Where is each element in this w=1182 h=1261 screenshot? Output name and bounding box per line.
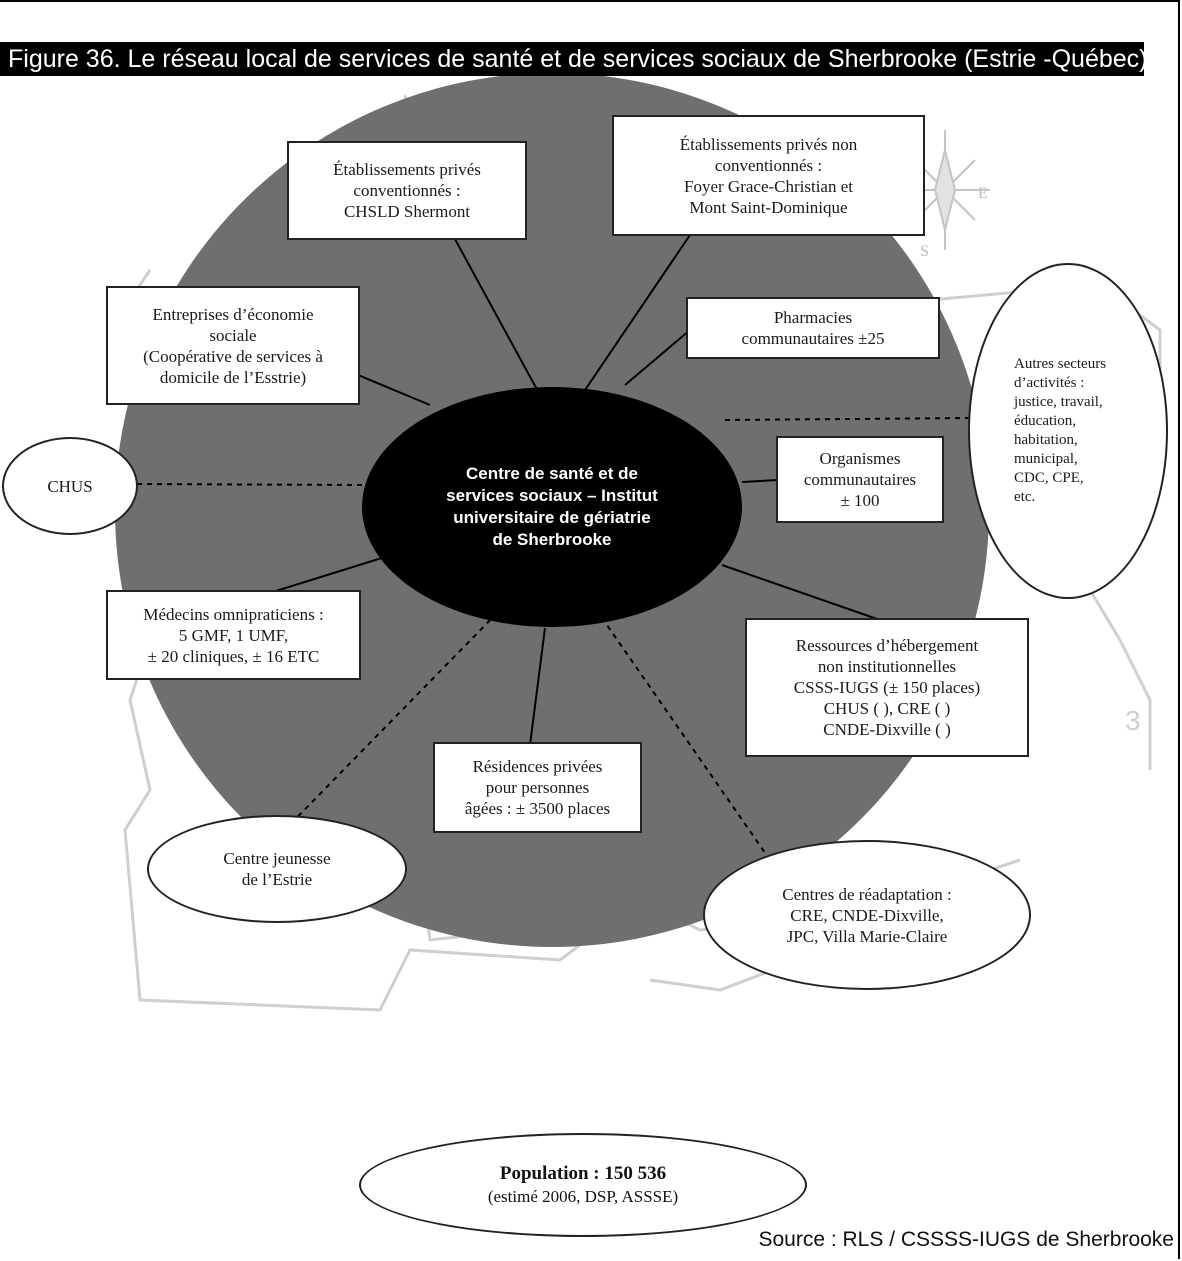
connector-economie-sociale — [357, 374, 431, 406]
node-ressources: Ressources d’hébergement non institution… — [745, 618, 1029, 757]
node-prives-conventionnes: Établissements privés conventionnés : CH… — [287, 141, 527, 240]
node-pharmacies: Pharmacies communautaires ±25 — [686, 297, 940, 359]
connector-ressources — [721, 564, 881, 621]
dashed-connectors — [136, 417, 973, 861]
connector-residences — [529, 627, 546, 746]
node-economie-sociale: Entreprises d’économie sociale (Coopérat… — [106, 286, 360, 405]
compass-south-label: S — [920, 243, 929, 260]
node-organismes: Organismes communautaires ± 100 — [776, 436, 944, 523]
source-caption: Source : RLS / CSSSS-IUGS de Sherbrooke — [758, 1228, 1174, 1251]
node-readaptation: Centres de réadaptation : CRE, CNDE-Dixv… — [703, 840, 1031, 990]
connector-medecins — [262, 556, 386, 596]
solid-connectors — [262, 229, 881, 746]
svg-text:3: 3 — [1125, 705, 1141, 736]
population-oval: Population : 150 536 (estimé 2006, DSP, … — [359, 1133, 807, 1237]
population-label: Population : 150 536 — [499, 1163, 667, 1184]
connector-prives-conventionnes — [449, 229, 541, 396]
node-prives-non-conventionnes: Établissements privés non conventionnés … — [612, 115, 925, 236]
node-residences: Résidences privées pour personnes âgées … — [433, 742, 642, 833]
connector-autres-secteurs — [724, 417, 973, 421]
compass-rose — [900, 130, 990, 250]
population-note: (estimé 2006, DSP, ASSSE) — [487, 1187, 679, 1206]
node-medecins: Médecins omnipraticiens : 5 GMF, 1 UMF, … — [106, 590, 361, 680]
node-chus: CHUS — [2, 437, 138, 535]
connector-pharmacies — [624, 329, 691, 386]
compass-east-label: E — [978, 185, 988, 202]
center-node-csss-iugs: Centre de santé et de services sociaux –… — [362, 387, 742, 627]
figure-title: Figure 36. Le réseau local de services d… — [0, 42, 1144, 76]
node-autres-secteurs: Autres secteurs d’activités : justice, t… — [968, 263, 1168, 599]
connector-chus — [136, 483, 363, 486]
connector-organismes — [741, 479, 779, 483]
node-centre-jeunesse: Centre jeunesse de l’Estrie — [147, 815, 407, 923]
connector-prives-non-conventionnes — [584, 234, 691, 391]
connector-centre-jeunesse — [269, 609, 501, 846]
